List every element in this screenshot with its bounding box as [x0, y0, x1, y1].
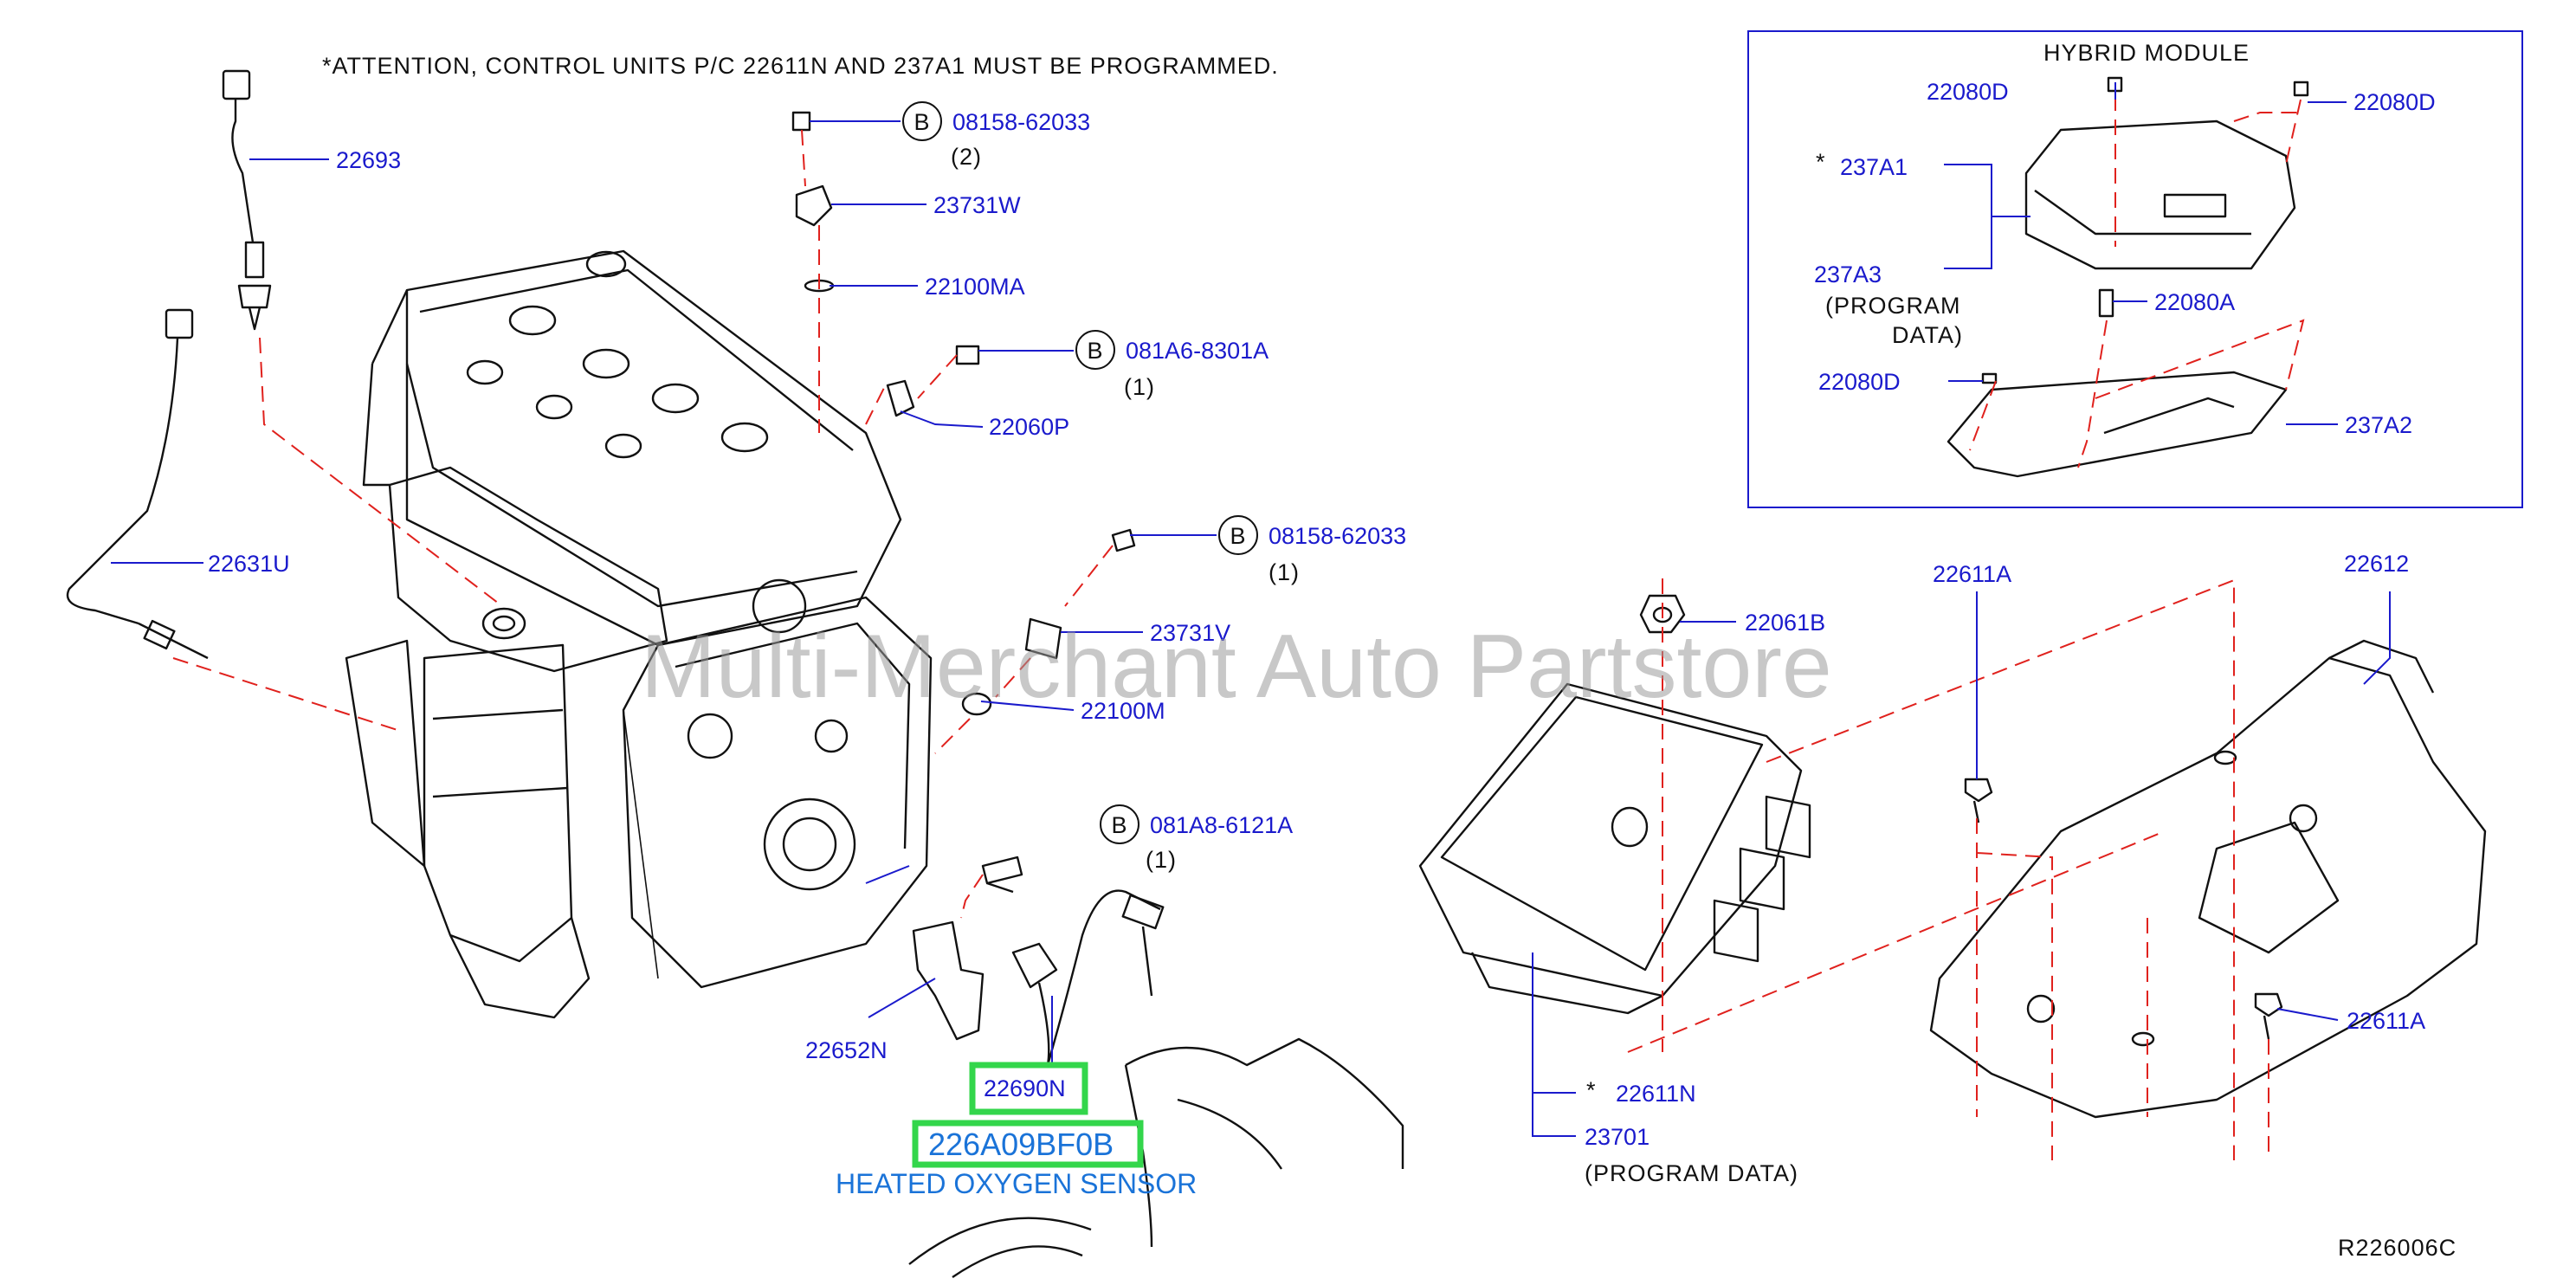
highlight-box-part-number [912, 1120, 1144, 1168]
part-qty-08158-62033-b: (1) [1269, 559, 1300, 585]
camshaft-sensor-side-illustration [961, 528, 1136, 716]
part-label-22080D-right[interactable]: 22080D [2353, 89, 2436, 115]
part-label-08158-62033-b[interactable]: 08158-62033 [1269, 523, 1406, 549]
part-label-081A6-8301A[interactable]: 081A6-8301A [1126, 338, 1269, 364]
part-label-22100M[interactable]: 22100M [1081, 698, 1165, 724]
label-leader-lines [111, 82, 2391, 1137]
part-label-237A2[interactable]: 237A2 [2345, 412, 2412, 438]
part-label-22061B[interactable]: 22061B [1745, 610, 1825, 636]
part-label-22080A[interactable]: 22080A [2154, 289, 2235, 315]
part-label-22060P[interactable]: 22060P [989, 414, 1069, 440]
hybrid-bracket-illustration [1947, 371, 2288, 478]
part-qty-081A8-6121A: (1) [1146, 847, 1177, 873]
store-watermark: Multi-Merchant Auto Partstore [641, 617, 1832, 717]
part-label-22690N[interactable]: 22690N [984, 1075, 1066, 1101]
part-label-081A8-6121A[interactable]: 081A8-6121A [1150, 812, 1293, 838]
programmed-asterisk: * [1586, 1077, 1597, 1103]
part-label-08158-62033-a[interactable]: 08158-62033 [952, 109, 1090, 135]
part-qty-081A6-8301A: (1) [1124, 374, 1155, 400]
part-label-22611A-right[interactable]: 22611A [2347, 1008, 2425, 1034]
assembly-guide-lines [172, 95, 2305, 1160]
engine-control-module-illustration [1418, 594, 1811, 1015]
part-label-237A3[interactable]: 237A3 [1814, 262, 1882, 287]
bolt-marker-letter: B [1087, 338, 1103, 364]
bolt-marker-2: B [1075, 330, 1115, 370]
part-label-22100MA[interactable]: 22100MA [925, 274, 1025, 300]
bolt-marker-1: B [902, 101, 942, 141]
hybrid-module-title: HYBRID MODULE [2043, 40, 2250, 66]
part-label-237A1[interactable]: 237A1 [1840, 154, 1908, 180]
part-label-22080D-bottom[interactable]: 22080D [1818, 369, 1901, 395]
heated-oxygen-sensor-illustration [912, 856, 1165, 1067]
hybrid-module-frame [1747, 30, 2523, 508]
programming-attention-note: *ATTENTION, CONTROL UNITS P/C 22611N AND… [322, 53, 1279, 79]
bolt-marker-letter: B [914, 109, 930, 135]
hybrid-program-note: (PROGRAM [1825, 293, 1961, 319]
program-data-note: (PROGRAM DATA) [1585, 1160, 1798, 1186]
diagram-reference-code: R226006C [2338, 1235, 2457, 1261]
hybrid-module-panel [1747, 30, 2523, 508]
part-label-22631U[interactable]: 22631U [208, 551, 290, 577]
part-label-22612[interactable]: 22612 [2344, 551, 2409, 577]
part-label-22611N[interactable]: 22611N [1616, 1081, 1696, 1107]
part-label-22080D-left[interactable]: 22080D [1927, 79, 2009, 105]
hybrid-control-unit-illustration [2024, 119, 2296, 270]
part-label-22693[interactable]: 22693 [336, 147, 401, 173]
bolt-marker-letter: B [1111, 812, 1127, 838]
ecm-bracket-illustration [1929, 639, 2487, 1119]
bolt-marker-letter: B [1230, 523, 1246, 549]
part-label-22611A-top[interactable]: 22611A [1933, 561, 2011, 587]
highlight-box-22690N [969, 1062, 1088, 1115]
part-label-23731V[interactable]: 23731V [1150, 620, 1230, 646]
highlighted-part-description: HEATED OXYGEN SENSOR [836, 1168, 1197, 1199]
part-qty-08158-62033-a: (2) [951, 144, 982, 170]
exhaust-temp-sensor-illustration [66, 308, 209, 660]
hybrid-data-note: DATA) [1892, 322, 1963, 348]
bolt-marker-4: B [1100, 804, 1140, 844]
part-label-23731W[interactable]: 23731W [933, 192, 1021, 218]
engine-assembly-illustration [345, 249, 933, 1019]
bolt-marker-3: B [1218, 515, 1258, 555]
exhaust-pipe-illustration [908, 1037, 1404, 1278]
hybrid-programmed-asterisk: * [1816, 149, 1826, 175]
highlighted-part-number[interactable]: 226A09BF0B [928, 1127, 1114, 1162]
part-label-22652N[interactable]: 22652N [805, 1037, 888, 1063]
part-label-23701[interactable]: 23701 [1585, 1124, 1650, 1150]
upstream-air-fuel-sensor-illustration [222, 69, 272, 331]
